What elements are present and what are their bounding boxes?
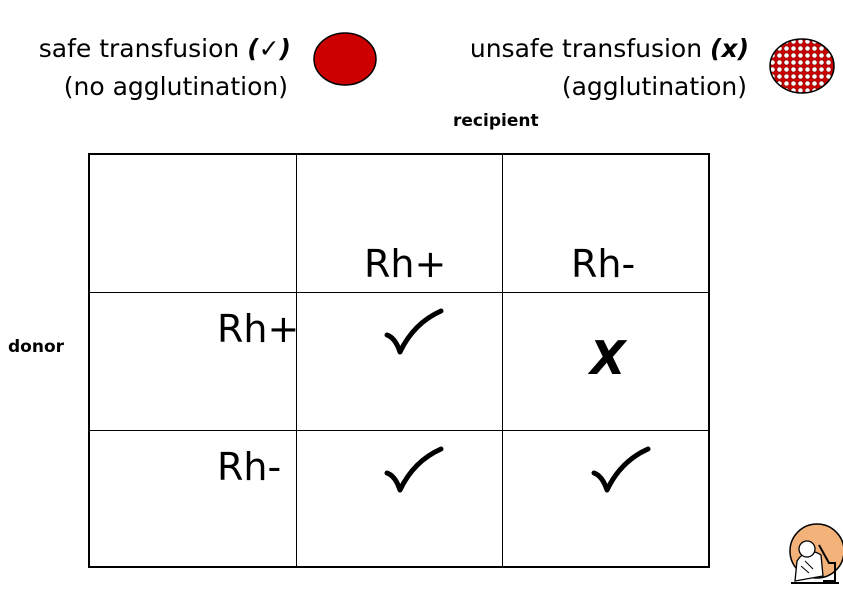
unsafe-x-mark: X — [590, 331, 626, 385]
safe-legend-symbol: (✓) — [247, 34, 291, 63]
grid-row-divider — [90, 430, 708, 431]
unsafe-legend-text: unsafe transfusion — [469, 34, 703, 63]
red-blood-cell-icon — [313, 32, 377, 86]
unsafe-legend-title: unsafe transfusion (x) — [470, 36, 749, 61]
grid-column-divider — [502, 155, 503, 566]
unsafe-legend-subtitle: (agglutination) — [561, 72, 747, 101]
safe-checkmark-icon — [591, 446, 651, 493]
recipient-axis-label: recipient — [453, 111, 539, 131]
unsafe-legend-symbol: (x) — [710, 34, 749, 63]
column-header-rh-negative: Rh- — [571, 242, 636, 286]
row-header-rh-negative: Rh- — [217, 445, 282, 489]
safe-checkmark-icon — [384, 308, 444, 355]
safe-legend-title: safe transfusion (✓) — [39, 36, 291, 61]
scientist-microscope-icon — [789, 523, 843, 584]
safe-legend-text: safe transfusion — [38, 34, 240, 63]
safe-checkmark-icon — [384, 446, 444, 493]
compatibility-table: Rh+ Rh- Rh+ Rh- X — [88, 153, 710, 568]
agglutinated-cell-icon — [769, 38, 835, 94]
column-header-rh-positive: Rh+ — [364, 242, 447, 286]
donor-axis-label: donor — [8, 337, 65, 357]
grid-column-divider — [296, 155, 297, 566]
safe-legend-subtitle: (no agglutination) — [63, 72, 288, 101]
row-header-rh-positive: Rh+ — [217, 307, 300, 351]
grid-row-divider — [90, 292, 708, 293]
